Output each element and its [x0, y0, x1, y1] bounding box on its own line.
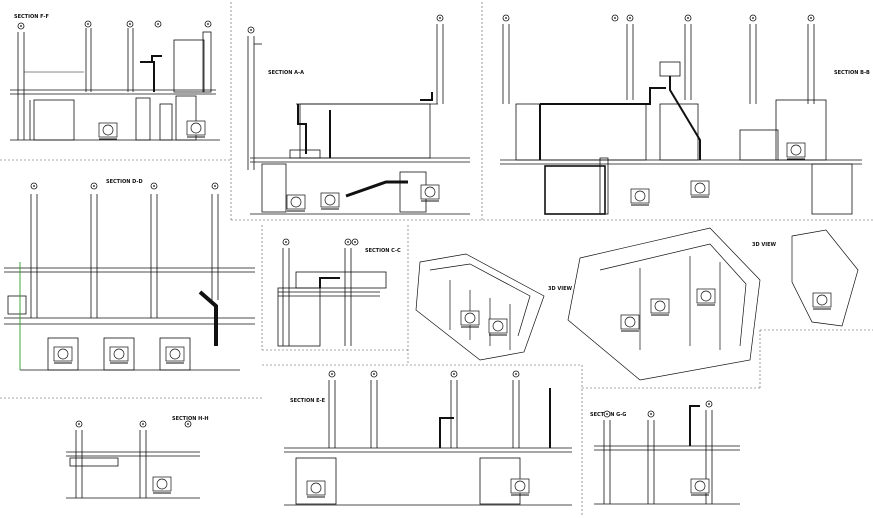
section-cc-title: SECTION C-C [365, 248, 401, 254]
iso-view-2: 3D VIEW [567, 227, 859, 381]
section-cc: SECTION C-C [277, 238, 401, 347]
iso-view-1-title: 3D VIEW [548, 286, 573, 292]
section-dd-title: SECTION D-D [106, 179, 143, 185]
section-bb: SECTION B-B [500, 14, 870, 215]
iso-view-1: 3D VIEW [415, 253, 573, 361]
section-ff: SECTION F-F [10, 14, 220, 141]
section-dd: SECTION D-D [4, 179, 255, 371]
section-ee: SECTION E-E [284, 370, 572, 506]
section-ff-title: SECTION F-F [14, 14, 49, 20]
section-hh-title: SECTION H-H [172, 416, 209, 422]
section-gg: SECTION G-G [590, 400, 740, 505]
iso-view-2-title: 3D VIEW [752, 242, 777, 248]
section-aa-title: SECTION A-A [268, 70, 304, 76]
section-bb-title: SECTION B-B [834, 70, 870, 76]
section-hh: SECTION H-H [66, 416, 209, 499]
section-ee-title: SECTION E-E [290, 398, 326, 404]
section-aa: SECTION A-A [247, 14, 470, 215]
